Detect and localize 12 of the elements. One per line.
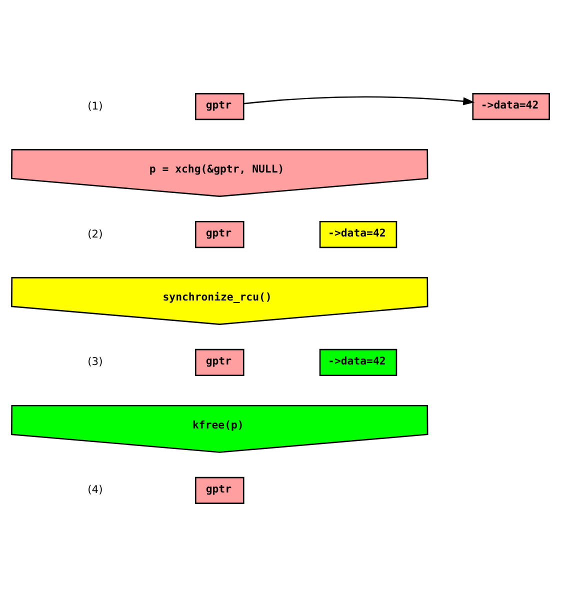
node-box: ->data=42	[472, 92, 550, 120]
node-box: gptr	[194, 92, 244, 120]
label: (4)	[88, 482, 103, 496]
node-box: ->data=42	[319, 220, 398, 248]
node-box: gptr	[194, 476, 244, 504]
label: (2)	[88, 226, 103, 240]
label: (3)	[88, 354, 103, 368]
label: (1)	[88, 98, 103, 112]
node-box: gptr	[194, 348, 244, 376]
node-box: gptr	[194, 220, 244, 248]
node-box: ->data=42	[319, 348, 398, 376]
arrow	[244, 96, 475, 105]
